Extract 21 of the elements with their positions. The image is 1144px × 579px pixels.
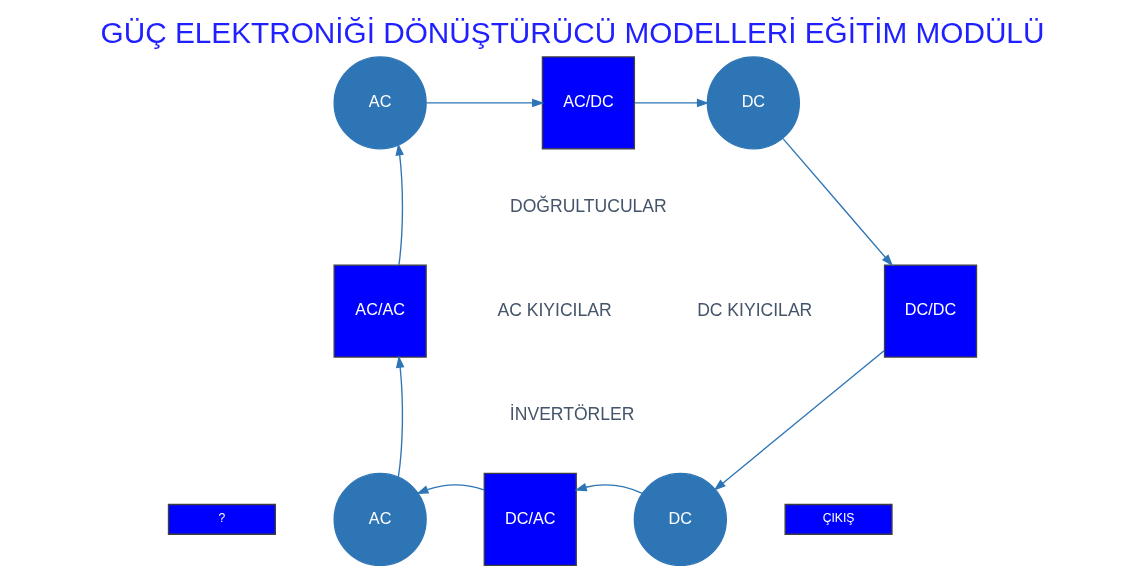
arrow xyxy=(425,98,544,108)
node-box: ÇIKIŞ xyxy=(783,503,893,535)
arrow xyxy=(633,98,709,108)
label: İNVERTÖRLER xyxy=(509,403,634,424)
node-box: AC/AC xyxy=(333,264,427,358)
node-box: DC/DC xyxy=(883,264,977,358)
node-circle: AC xyxy=(333,56,427,150)
node-box: AC/DC xyxy=(541,56,635,150)
arrow xyxy=(713,350,885,491)
arrow xyxy=(415,484,485,494)
arrow xyxy=(395,143,404,266)
arrow xyxy=(395,355,404,478)
node-box: ? xyxy=(167,503,276,535)
arrow xyxy=(781,137,893,267)
node-circle: DC xyxy=(706,56,800,150)
node-box: DC/AC xyxy=(483,472,577,567)
diagram-title: GÜÇ ELEKTRONİĞİ DÖNÜŞTÜRÜCÜ MODELLERİ EĞİTİM MODÜLÜ xyxy=(100,15,1044,49)
arrow xyxy=(574,483,643,494)
label: DC KIYICILAR xyxy=(696,299,812,320)
label: AC KIYICILAR xyxy=(496,299,612,320)
label: DOĞRULTUCULAR xyxy=(509,195,667,216)
